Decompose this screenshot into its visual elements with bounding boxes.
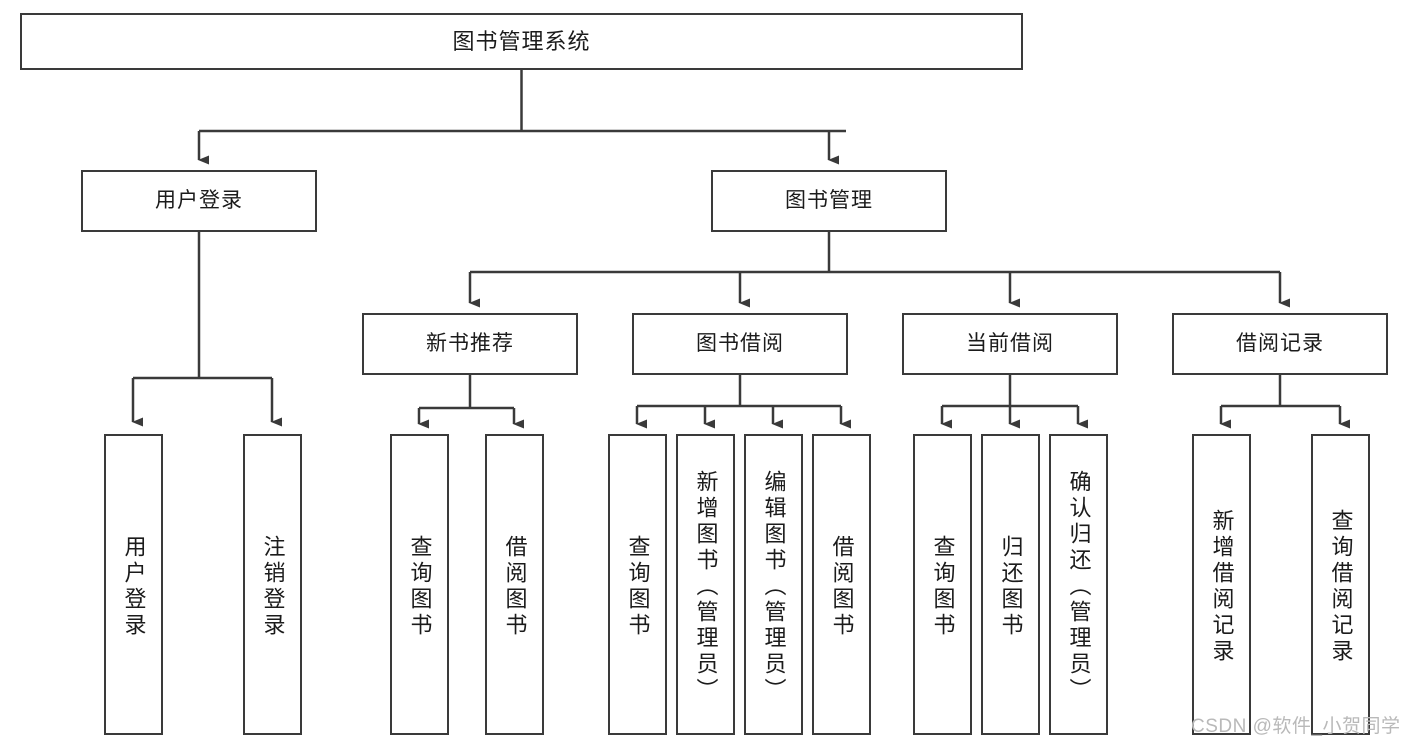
node-book-borrow[interactable]: 图书借阅	[632, 313, 848, 375]
node-leaf-query-book-borrow[interactable]: 查询图书	[608, 434, 667, 735]
node-leaf-query-book-recommend[interactable]: 查询图书	[390, 434, 449, 735]
edges-userlogin-to-leaves	[131, 232, 282, 427]
node-leaf-borrow-book-recommend[interactable]: 借阅图书	[485, 434, 544, 735]
edges-recommend-to-leaves	[417, 375, 524, 429]
node-new-book-recommend[interactable]: 新书推荐	[362, 313, 578, 375]
node-user-login[interactable]: 用户登录	[81, 170, 317, 232]
node-leaf-query-book-current[interactable]: 查询图书	[913, 434, 972, 735]
node-label: 图书管理系统	[452, 28, 591, 54]
node-leaf-borrow-book[interactable]: 借阅图书	[812, 434, 871, 735]
node-label: 确认归还（管理员）	[1066, 469, 1092, 704]
node-label: 图书借阅	[696, 331, 784, 355]
node-label: 借阅图书	[502, 534, 528, 639]
node-label: 查询图书	[930, 534, 956, 639]
node-label: 新增借阅记录	[1209, 508, 1235, 665]
node-borrow-record[interactable]: 借阅记录	[1172, 313, 1388, 375]
node-leaf-return-book[interactable]: 归还图书	[981, 434, 1040, 735]
node-leaf-query-borrow-record[interactable]: 查询借阅记录	[1311, 434, 1370, 735]
node-current-borrow[interactable]: 当前借阅	[902, 313, 1118, 375]
node-label: 注销登录	[260, 534, 286, 639]
edges-root-to-level2	[197, 70, 846, 165]
edges-borrow-to-leaves	[635, 375, 851, 429]
node-leaf-add-borrow-record[interactable]: 新增借阅记录	[1192, 434, 1251, 735]
node-label: 借阅记录	[1236, 331, 1324, 355]
edges-record-to-leaves	[1219, 375, 1350, 429]
node-root-book-management-system[interactable]: 图书管理系统	[20, 13, 1023, 70]
node-label: 用户登录	[121, 534, 147, 639]
node-label: 归还图书	[998, 534, 1024, 639]
watermark-text: CSDN @软件_小贺同学	[1191, 716, 1401, 737]
node-label: 当前借阅	[966, 331, 1054, 355]
node-label: 查询图书	[625, 534, 651, 639]
node-leaf-user-logout[interactable]: 注销登录	[243, 434, 302, 735]
node-label: 借阅图书	[829, 534, 855, 639]
node-leaf-edit-book[interactable]: 编辑图书（管理员）	[744, 434, 803, 735]
edges-books-to-level3	[468, 232, 1290, 308]
node-label: 图书管理	[785, 188, 873, 212]
node-label: 查询借阅记录	[1328, 508, 1354, 665]
node-leaf-confirm-return[interactable]: 确认归还（管理员）	[1049, 434, 1108, 735]
node-label: 新书推荐	[426, 331, 514, 355]
node-leaf-add-book[interactable]: 新增图书（管理员）	[676, 434, 735, 735]
node-book-management[interactable]: 图书管理	[711, 170, 947, 232]
node-label: 用户登录	[155, 188, 243, 212]
node-label: 编辑图书（管理员）	[761, 469, 787, 704]
node-leaf-user-login[interactable]: 用户登录	[104, 434, 163, 735]
node-label: 查询图书	[407, 534, 433, 639]
edges-current-to-leaves	[940, 375, 1088, 429]
node-label: 新增图书（管理员）	[693, 469, 719, 704]
